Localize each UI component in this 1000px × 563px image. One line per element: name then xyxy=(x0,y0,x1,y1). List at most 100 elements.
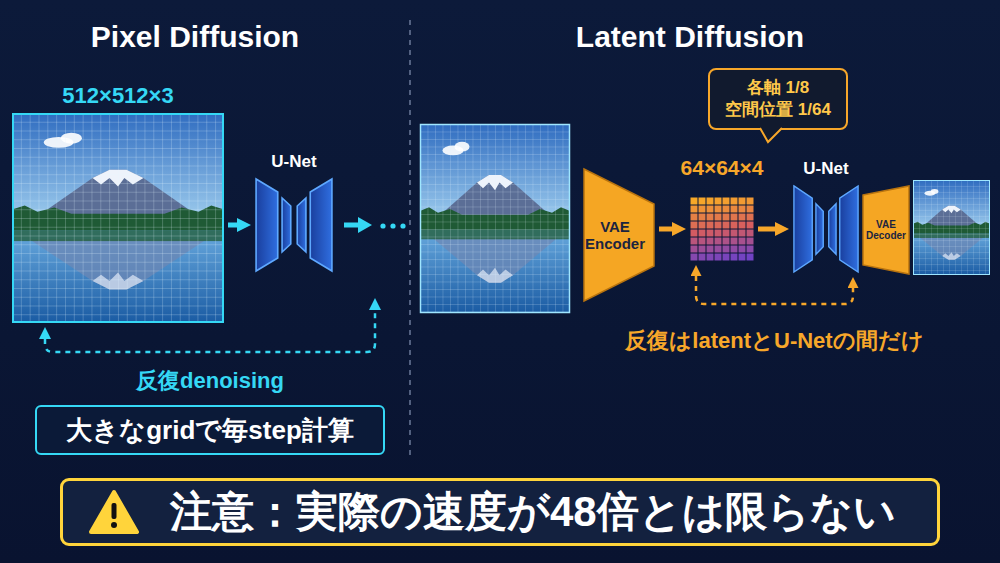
graphic-part xyxy=(863,186,909,274)
unet-block: U-Net xyxy=(793,157,859,273)
block-label: U-Net xyxy=(271,152,316,172)
graphic-part xyxy=(731,230,738,237)
graphic-part xyxy=(707,206,714,213)
graphic-part xyxy=(731,214,738,221)
graphic-part xyxy=(12,113,224,323)
graphic-part xyxy=(707,246,714,253)
graphic-part xyxy=(739,206,746,213)
graphic-part xyxy=(723,222,730,229)
continuation-dot xyxy=(390,223,395,228)
graphic-part xyxy=(256,179,278,271)
flow-arrow xyxy=(228,223,237,228)
graphic-part xyxy=(747,246,754,253)
callout-bubble: 各軸 1/8 空間位置 1/64 xyxy=(708,68,848,130)
graphic-part xyxy=(793,185,859,273)
graphic-part xyxy=(699,254,706,261)
warning-banner: 注意：実際の速度が48倍とは限らない xyxy=(60,478,940,546)
graphic-part xyxy=(12,113,224,323)
graphic-part xyxy=(691,206,698,213)
node-text-group: 64×64×4 xyxy=(690,156,754,180)
graphic-part xyxy=(707,222,714,229)
input-image xyxy=(420,124,570,313)
unet-block: U-Net xyxy=(255,150,333,272)
graphic-part xyxy=(715,254,722,261)
dimension-label: 64×64×4 xyxy=(681,156,764,180)
graphic-part xyxy=(699,238,706,245)
node-text-group: 各軸 1/8 空間位置 1/64 xyxy=(710,70,846,128)
node-text-group: 注意：実際の速度が48倍とは限らない xyxy=(170,481,929,543)
graphic-part xyxy=(584,169,654,301)
graphic-part xyxy=(747,254,754,261)
block-label: VAE Decoder xyxy=(862,219,910,242)
graphic-part xyxy=(723,230,730,237)
note-box: 大きなgridで毎step計算 xyxy=(35,405,385,455)
pixel-grid xyxy=(420,124,570,313)
dimension-label: 512×512×3 xyxy=(62,83,173,109)
graphic-part xyxy=(707,230,714,237)
graphic-part xyxy=(715,206,722,213)
node-text-group: U-Net xyxy=(793,157,859,181)
graphic-part xyxy=(691,222,698,229)
node-text-group: VAE Encoder xyxy=(583,168,655,302)
vae-decoder: VAE Decoder xyxy=(862,185,910,275)
vae-encoder: VAE Encoder xyxy=(583,168,655,302)
graphic-part xyxy=(707,214,714,221)
graphic-part xyxy=(747,214,754,221)
graphic-part xyxy=(747,198,754,205)
latent-grid: 64×64×4 xyxy=(690,156,754,261)
graphic-part xyxy=(816,204,823,255)
callout-tail-fill xyxy=(760,127,782,142)
graphic-part xyxy=(794,186,812,272)
graphic-part xyxy=(715,198,722,205)
graphic-part xyxy=(699,222,706,229)
graphic-part xyxy=(255,178,333,272)
warning-mark xyxy=(112,503,117,519)
loop-label: 反復denoising xyxy=(136,366,284,396)
graphic-part xyxy=(699,214,706,221)
graphic-part xyxy=(723,206,730,213)
continuation-dot xyxy=(380,223,385,228)
graphic-part xyxy=(715,246,722,253)
graphic-part xyxy=(691,254,698,261)
node-shape xyxy=(255,178,333,272)
node-text-group: U-Net xyxy=(255,150,333,174)
warning-text: 注意：実際の速度が48倍とは限らない xyxy=(170,484,896,540)
block-label: U-Net xyxy=(803,159,848,179)
node-shape xyxy=(793,185,859,273)
graphic-part xyxy=(747,206,754,213)
graphic-part xyxy=(739,222,746,229)
output-image xyxy=(913,180,990,275)
node-text-group: VAE Decoder xyxy=(862,185,910,275)
graphic-part xyxy=(731,254,738,261)
graphic-part xyxy=(731,222,738,229)
continuation-dot xyxy=(400,223,405,228)
node-text-group: 大きなgridで毎step計算 xyxy=(37,407,383,453)
graphic-part xyxy=(707,254,714,261)
graphic-part xyxy=(715,214,722,221)
node-shape xyxy=(690,197,754,261)
graphic-part xyxy=(747,230,754,237)
graphic-part xyxy=(13,114,223,322)
graphic-part xyxy=(715,238,722,245)
graphic-part xyxy=(739,254,746,261)
panel-title: Pixel Diffusion xyxy=(91,20,299,54)
callout-tail xyxy=(760,127,782,143)
flow-arrow xyxy=(344,223,359,228)
graphic-part xyxy=(691,246,698,253)
graphic-part xyxy=(723,214,730,221)
graphic-part xyxy=(747,222,754,229)
graphic-part xyxy=(699,230,706,237)
graphic-part xyxy=(699,198,706,205)
flow-arrow xyxy=(659,227,672,232)
graphic-part xyxy=(699,206,706,213)
callout-text: 各軸 1/8 空間位置 1/64 xyxy=(718,77,838,121)
note-text: 大きなgridで毎step計算 xyxy=(66,413,354,448)
graphic-part xyxy=(12,113,224,323)
image-border xyxy=(914,181,990,275)
panel-title: Latent Diffusion xyxy=(576,20,804,54)
graphic-part xyxy=(739,214,746,221)
iteration-loop xyxy=(696,276,853,304)
graphic-part xyxy=(723,254,730,261)
graphic-part xyxy=(707,198,714,205)
graphic-part xyxy=(723,246,730,253)
